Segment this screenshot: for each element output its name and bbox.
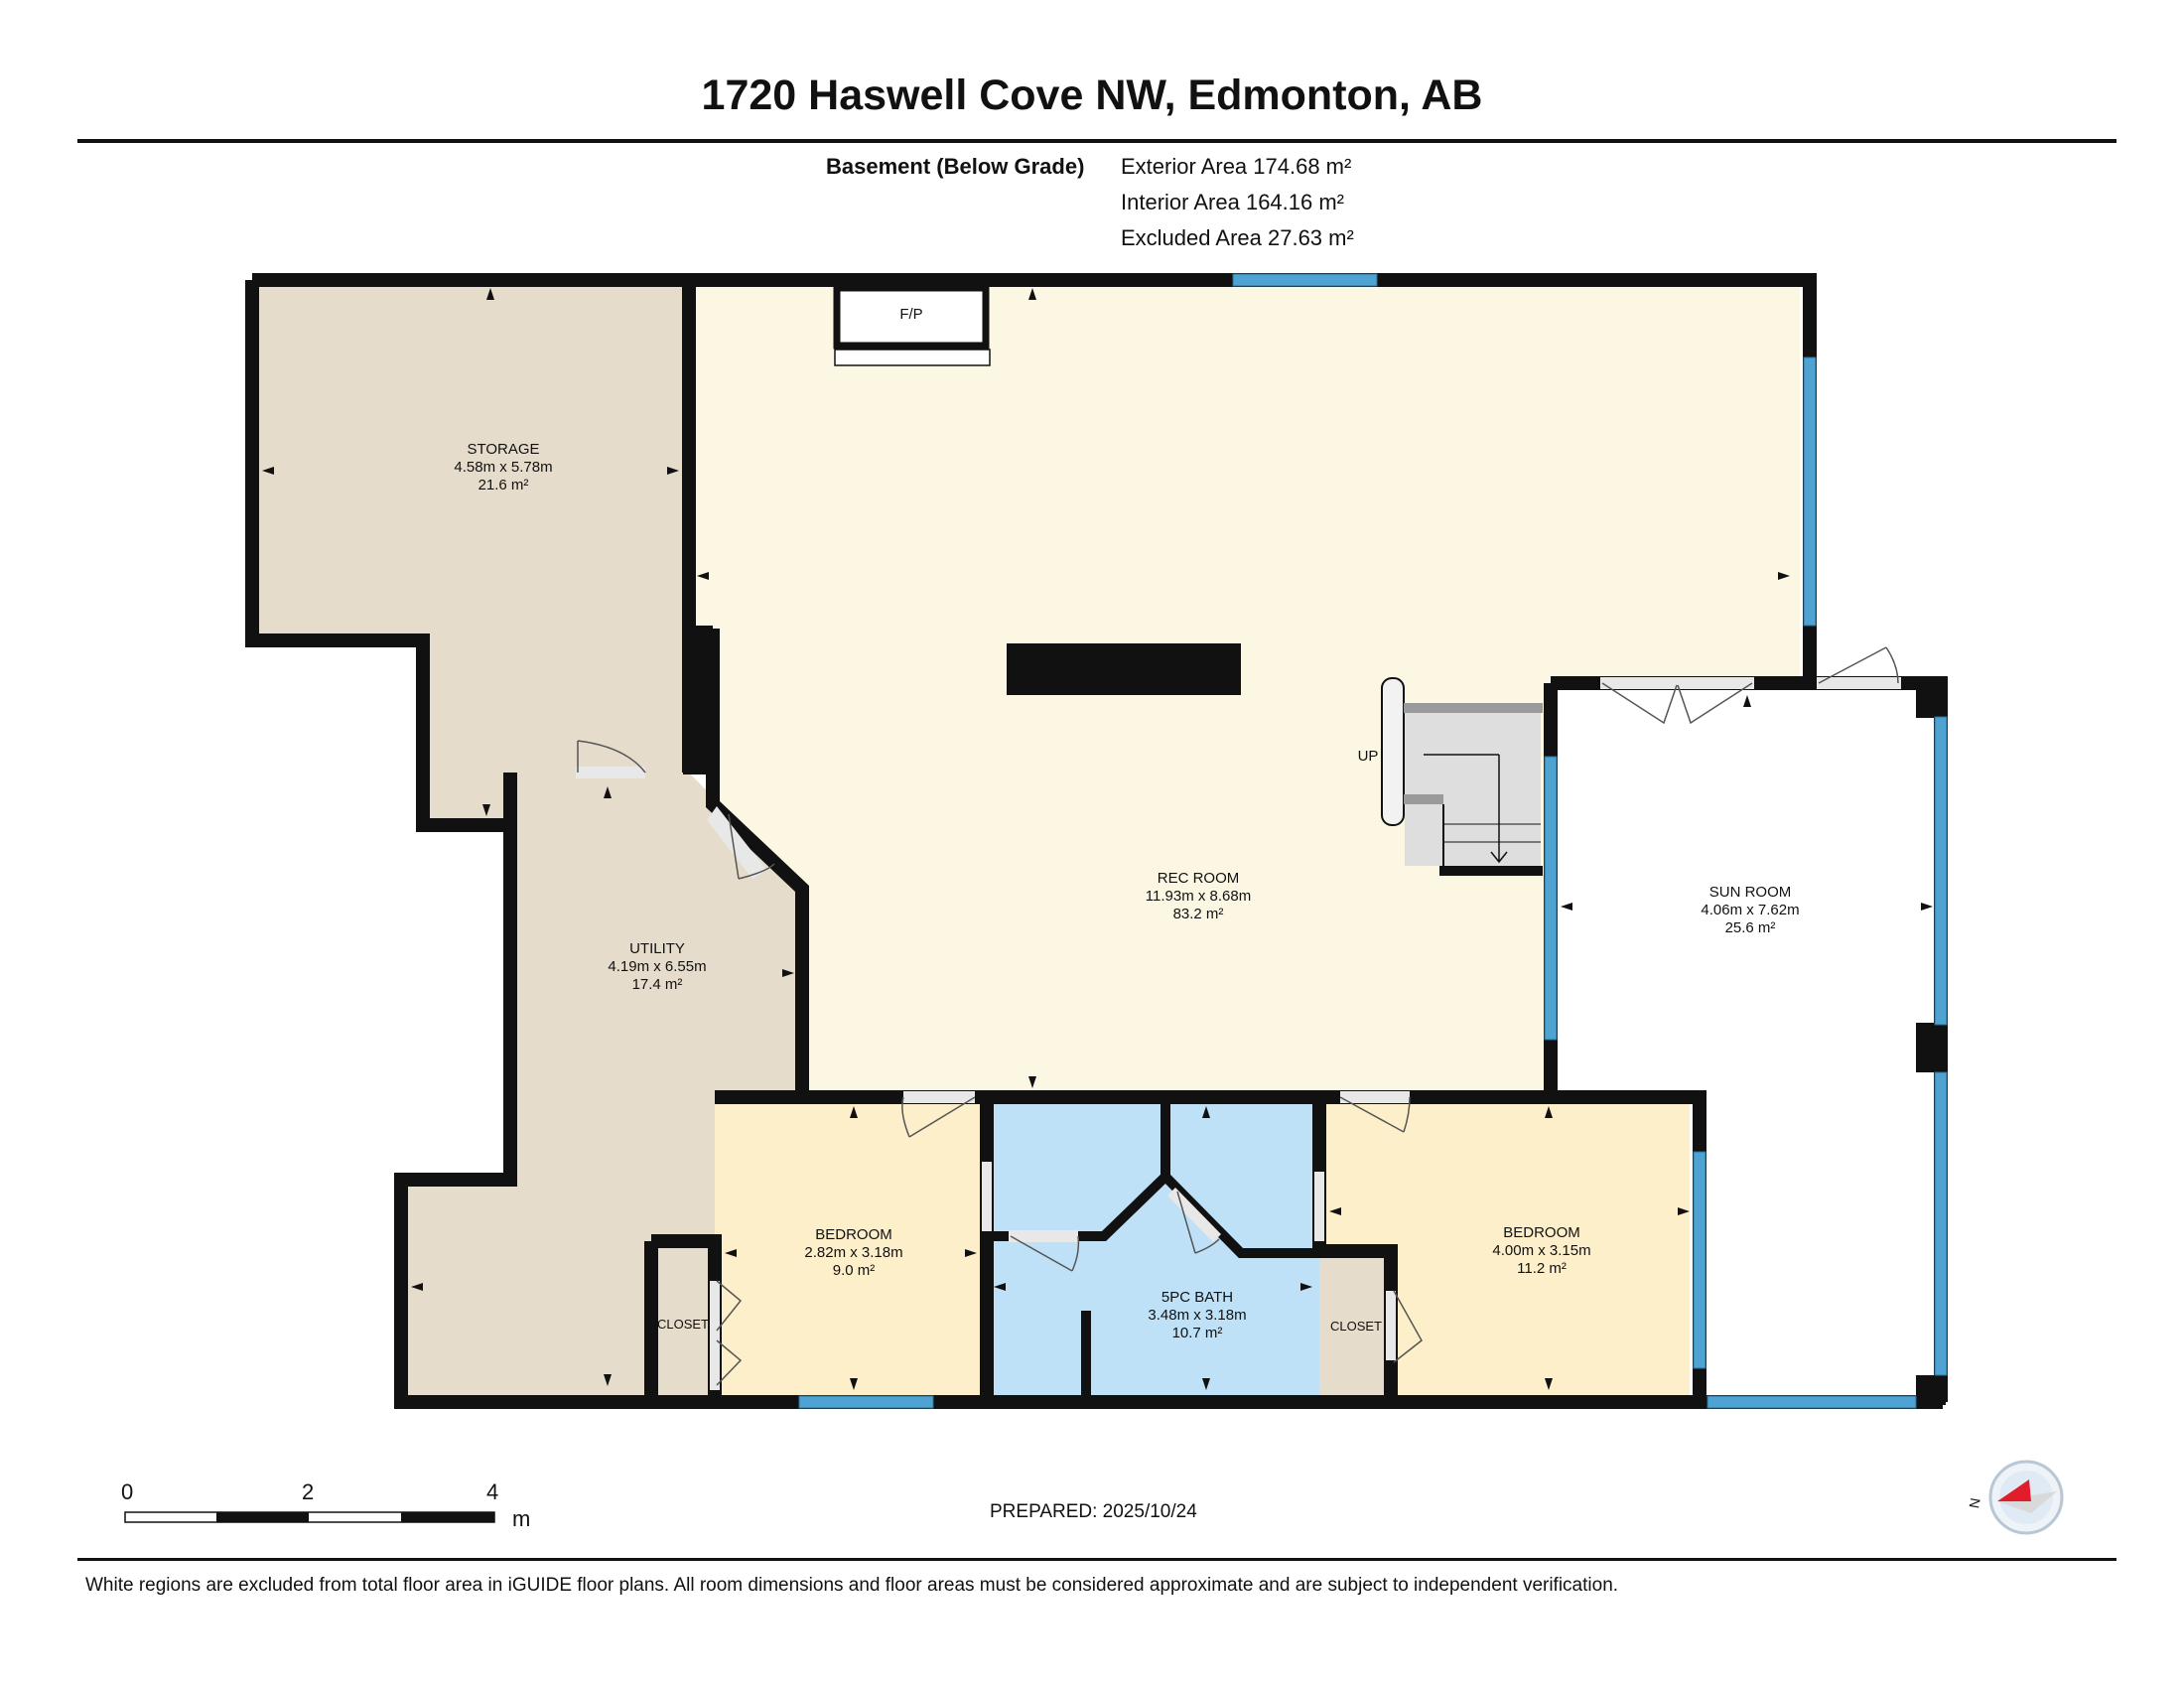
bath-area: 10.7 m² bbox=[1172, 1325, 1223, 1341]
storage-dims: 4.58m x 5.78m bbox=[454, 459, 552, 476]
storage-room bbox=[252, 280, 689, 825]
prepared-date: PREPARED: 2025/10/24 bbox=[990, 1501, 1197, 1522]
utility-name: UTILITY bbox=[629, 940, 685, 957]
bedroom-left-area: 9.0 m² bbox=[833, 1262, 876, 1279]
windows bbox=[798, 273, 1948, 1409]
doors[interactable] bbox=[576, 646, 1901, 1390]
footer-divider bbox=[77, 1558, 2116, 1561]
stairs-label: UP bbox=[1358, 748, 1379, 765]
excluded-block bbox=[1007, 643, 1241, 695]
sunroom-pillar-bottom bbox=[1916, 1375, 1946, 1405]
window-sun-left bbox=[1544, 756, 1558, 1041]
rec-room-area: 83.2 m² bbox=[1173, 906, 1224, 922]
window-bedroom-left bbox=[798, 1395, 934, 1409]
bedroom-left-dims: 2.82m x 3.18m bbox=[804, 1244, 902, 1261]
scale-unit: m bbox=[512, 1506, 531, 1531]
bedroom-right-name: BEDROOM bbox=[1503, 1224, 1580, 1241]
closet-left bbox=[651, 1241, 715, 1395]
scale-tick-2: 2 bbox=[302, 1479, 315, 1504]
disclaimer-text: White regions are excluded from total fl… bbox=[85, 1575, 1619, 1596]
closet-left-label: CLOSET bbox=[657, 1317, 709, 1332]
sun-room-dims: 4.06m x 7.62m bbox=[1701, 902, 1799, 918]
storage-wall-stub bbox=[683, 626, 713, 774]
fireplace-hearth bbox=[834, 349, 991, 366]
bedroom-right-area: 11.2 m² bbox=[1517, 1260, 1567, 1277]
window-sun-right-upper bbox=[1934, 716, 1948, 1026]
fireplace bbox=[833, 284, 990, 350]
scale-bar bbox=[124, 1511, 495, 1523]
closet-right bbox=[1319, 1246, 1391, 1395]
rec-room-name: REC ROOM bbox=[1158, 870, 1240, 887]
bedroom-right-dims: 4.00m x 3.15m bbox=[1492, 1242, 1590, 1259]
sun-room-area: 25.6 m² bbox=[1725, 919, 1776, 936]
window-rec-top bbox=[1232, 273, 1378, 287]
dimension-arrows bbox=[262, 288, 1933, 1390]
window-bedroom-right bbox=[1693, 1151, 1706, 1369]
rec-room-dims: 11.93m x 8.68m bbox=[1146, 888, 1251, 905]
sunroom-pillar-mid bbox=[1916, 1023, 1946, 1072]
window-sun-bottom bbox=[1706, 1395, 1917, 1409]
window-sun-right-lower bbox=[1934, 1071, 1948, 1376]
exterior-area: Exterior Area 174.68 m² bbox=[1121, 154, 1352, 179]
header-divider bbox=[77, 139, 2116, 143]
bedroom-left-name: BEDROOM bbox=[815, 1226, 892, 1243]
window-rec-right bbox=[1803, 356, 1817, 627]
storage-name: STORAGE bbox=[467, 441, 539, 458]
scale-tick-4: 4 bbox=[486, 1479, 499, 1504]
sun-room-name: SUN ROOM bbox=[1709, 884, 1792, 901]
sunroom-pillar-top bbox=[1916, 678, 1946, 718]
fireplace-label: F/P bbox=[899, 306, 922, 323]
bedroom-left bbox=[715, 1097, 987, 1395]
scale-tick-0: 0 bbox=[121, 1479, 134, 1504]
storage-area: 21.6 m² bbox=[478, 477, 529, 493]
utility-area: 17.4 m² bbox=[632, 976, 683, 993]
bath-name: 5PC BATH bbox=[1161, 1289, 1233, 1306]
rec-room bbox=[689, 280, 1800, 1091]
floor-name: Basement (Below Grade) bbox=[826, 154, 1085, 179]
excluded-area: Excluded Area 27.63 m² bbox=[1121, 225, 1354, 250]
bath-dims: 3.48m x 3.18m bbox=[1148, 1307, 1246, 1324]
closet-right-label: CLOSET bbox=[1330, 1319, 1382, 1334]
compass-north-label: N bbox=[1966, 1496, 1983, 1509]
staircase[interactable] bbox=[1381, 677, 1543, 876]
page-title: 1720 Haswell Cove NW, Edmonton, AB bbox=[701, 71, 1483, 119]
interior-area: Interior Area 164.16 m² bbox=[1121, 190, 1345, 214]
utility-dims: 4.19m x 6.55m bbox=[608, 958, 706, 975]
compass-icon bbox=[1988, 1460, 2064, 1535]
bath-room bbox=[987, 1097, 1319, 1395]
